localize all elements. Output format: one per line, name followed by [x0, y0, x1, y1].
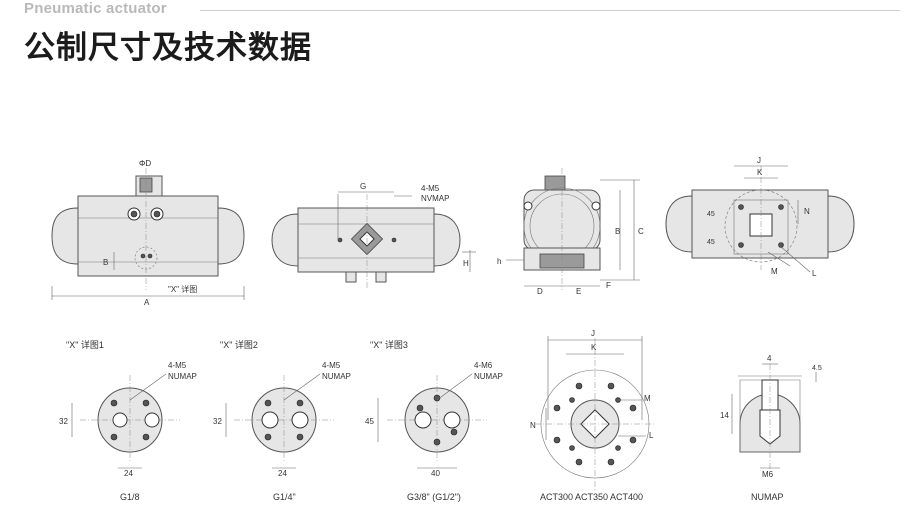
- top-view: J K N 45 45 M L: [665, 156, 855, 278]
- top-dim-k: K: [757, 168, 763, 177]
- detail-view-2: "X" 详图2 4-M5 NUMAP 32 24 G1/4": [213, 339, 351, 502]
- detail-3-caption: G3/8" (G1/2"): [407, 492, 461, 502]
- header-rule: [200, 10, 900, 11]
- front-detail-label: "X" 详图: [168, 284, 197, 294]
- detail-2-dim-v: 32: [213, 417, 222, 426]
- numap-dim-m6: M6: [762, 470, 774, 479]
- flange-dim-j: J: [591, 329, 595, 338]
- side-dim-g: G: [360, 182, 366, 191]
- numap-caption: NUMAP: [751, 492, 784, 502]
- flange-dim-l: L: [649, 431, 654, 440]
- side-dim-h: H: [463, 259, 469, 268]
- end-dim-d: D: [537, 287, 543, 296]
- detail-2-caption: G1/4": [273, 492, 296, 502]
- top-angle-lower: 45: [707, 239, 715, 246]
- top-dim-m: M: [771, 267, 778, 276]
- front-dim-b: B: [103, 258, 108, 267]
- end-dim-e: E: [576, 287, 581, 296]
- detail-1-thread: 4-M5: [168, 361, 187, 370]
- numap-dim-45: 4.5: [812, 365, 822, 372]
- front-view: ΦD B A "X" 详图: [51, 159, 245, 307]
- english-title: Pneumatic actuator: [24, 0, 167, 17]
- detail-2-title: "X" 详图2: [220, 339, 258, 350]
- detail-1-dim-v: 32: [59, 417, 68, 426]
- flange-dim-m: M: [644, 394, 651, 403]
- detail-view-3: "X" 详图3 4-M6 NUMAP 45 40 G3/8" (G1/2"): [365, 339, 503, 502]
- detail-3-dim-h: 40: [431, 469, 440, 478]
- flange-caption: ACT300 ACT350 ACT400: [540, 492, 643, 502]
- end-view: h B C D E F: [497, 168, 644, 296]
- detail-view-1: "X" 详图1 4-M5 NUMAP 32 24 G1/8: [59, 339, 197, 502]
- detail-1-dim-h: 24: [124, 469, 133, 478]
- end-dim-b: B: [615, 227, 620, 236]
- detail-2-dim-h: 24: [278, 469, 287, 478]
- detail-1-title: "X" 详图1: [66, 339, 104, 350]
- top-angle-upper: 45: [707, 211, 715, 218]
- chinese-title: 公制尺寸及技术数据: [24, 30, 312, 66]
- end-dim-f: F: [606, 281, 611, 290]
- detail-1-caption: G1/8: [120, 492, 140, 502]
- side-numap: NVMAP: [421, 194, 449, 203]
- numap-dim-4: 4: [767, 354, 772, 363]
- detail-2-thread: 4-M5: [322, 361, 341, 370]
- end-dim-h: h: [497, 257, 501, 266]
- detail-3-numap: NUMAP: [474, 372, 503, 381]
- flange-dim-n: N: [530, 421, 536, 430]
- detail-3-thread: 4-M6: [474, 361, 493, 370]
- front-dim-a: A: [144, 298, 150, 307]
- top-dim-n: N: [804, 207, 810, 216]
- side-thread: 4-M5: [421, 184, 440, 193]
- detail-3-dim-v: 45: [365, 417, 374, 426]
- detail-2-numap: NUMAP: [322, 372, 351, 381]
- detail-3-title: "X" 详图3: [370, 339, 408, 350]
- detail-1-numap: NUMAP: [168, 372, 197, 381]
- numap-section: 4 4.5 14 M6 NUMAP: [720, 354, 822, 502]
- flange-dim-k: K: [591, 343, 597, 352]
- top-dim-j: J: [757, 156, 761, 165]
- flange-view: J K M N L ACT300 ACT350 ACT400: [530, 329, 655, 502]
- end-dim-c: C: [638, 227, 644, 236]
- front-dim-phid: ΦD: [139, 159, 151, 168]
- top-dim-l: L: [812, 269, 817, 278]
- numap-dim-14: 14: [720, 411, 729, 420]
- side-view: G 4-M5 NVMAP H: [271, 182, 476, 290]
